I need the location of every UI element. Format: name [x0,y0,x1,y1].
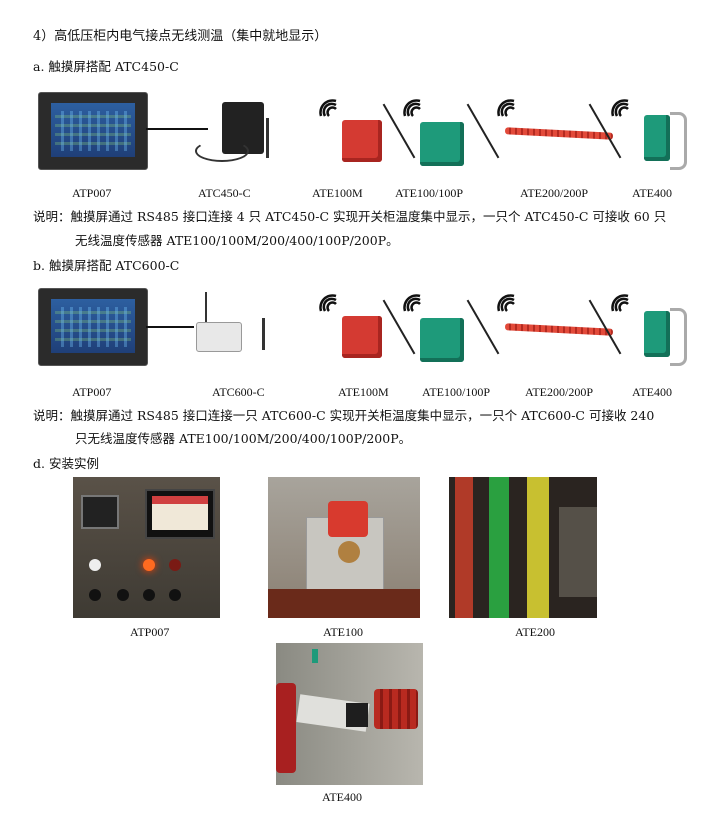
ate200-200p-sensor-image [504,127,614,140]
note-text: 说明：触摸屏通过 RS485 接口连接 4 只 ATC450-C 实现开关柜温度… [33,209,667,224]
wifi-icon [497,294,515,312]
atp007-installation-photo [73,477,220,618]
caption: ATE100/100P [422,385,491,399]
ate400-installation-photo [276,643,423,785]
ate100-100p-sensor-image [420,318,464,362]
separator [466,103,500,159]
wifi-icon [403,294,421,312]
caption: ATE100M [312,186,363,200]
note-text: 只无线温度传感器 ATE100/100M/200/400/100P/200P。 [75,431,412,446]
caption: ATE100 [323,625,363,639]
atp007-touchscreen-image [38,288,148,366]
caption: ATE200/200P [520,186,589,200]
wifi-icon [497,99,515,117]
wifi-icon [611,99,629,117]
caption: ATE100/100P [395,186,464,200]
ate100m-sensor-image [342,120,382,162]
ate200-200p-sensor-image [504,323,614,336]
ate400-strap-image [670,308,687,366]
wifi-icon [611,294,629,312]
atc600-device-image [196,322,242,352]
section-a-title: a. 触摸屏搭配 ATC450-C [33,59,179,74]
ate400-sensor-image [644,115,670,161]
caption: ATE400 [632,385,672,399]
cable-image [195,140,249,162]
caption: ATP007 [72,186,112,200]
antenna-image [266,118,269,158]
section-d-title: d. 安装实例 [33,456,99,471]
antenna-image [205,292,207,322]
ate100-100p-sensor-image [420,122,464,166]
section-heading: 4）高低压柜内电气接点无线测温（集中就地显示） [33,29,328,44]
wifi-icon [319,294,337,312]
atp007-touchscreen-image [38,92,148,170]
caption: ATC450-C [198,186,251,200]
section-b-title: b. 触摸屏搭配 ATC600-C [33,258,180,273]
caption: ATE200 [515,625,555,639]
caption: ATE200/200P [525,385,594,399]
rs485-connection-line [146,128,208,130]
ate400-sensor-image [644,311,670,357]
ate100m-sensor-image [342,316,382,358]
ate400-strap-image [670,112,687,170]
ate200-installation-photo [449,477,597,618]
caption: ATE400 [322,790,362,804]
note-text: 说明：触摸屏通过 RS485 接口连接一只 ATC600-C 实现开关柜温度集中… [33,408,655,423]
antenna-image [262,318,265,350]
ate100-installation-photo [268,477,420,618]
wifi-icon [319,99,337,117]
separator [466,299,500,355]
caption: ATP007 [72,385,112,399]
wifi-icon [403,99,421,117]
note-text: 无线温度传感器 ATE100/100M/200/400/100P/200P。 [75,233,399,248]
caption: ATE100M [338,385,389,399]
caption: ATE400 [632,186,672,200]
rs485-connection-line [146,326,194,328]
caption: ATC600-C [212,385,265,399]
caption: ATP007 [130,625,170,639]
